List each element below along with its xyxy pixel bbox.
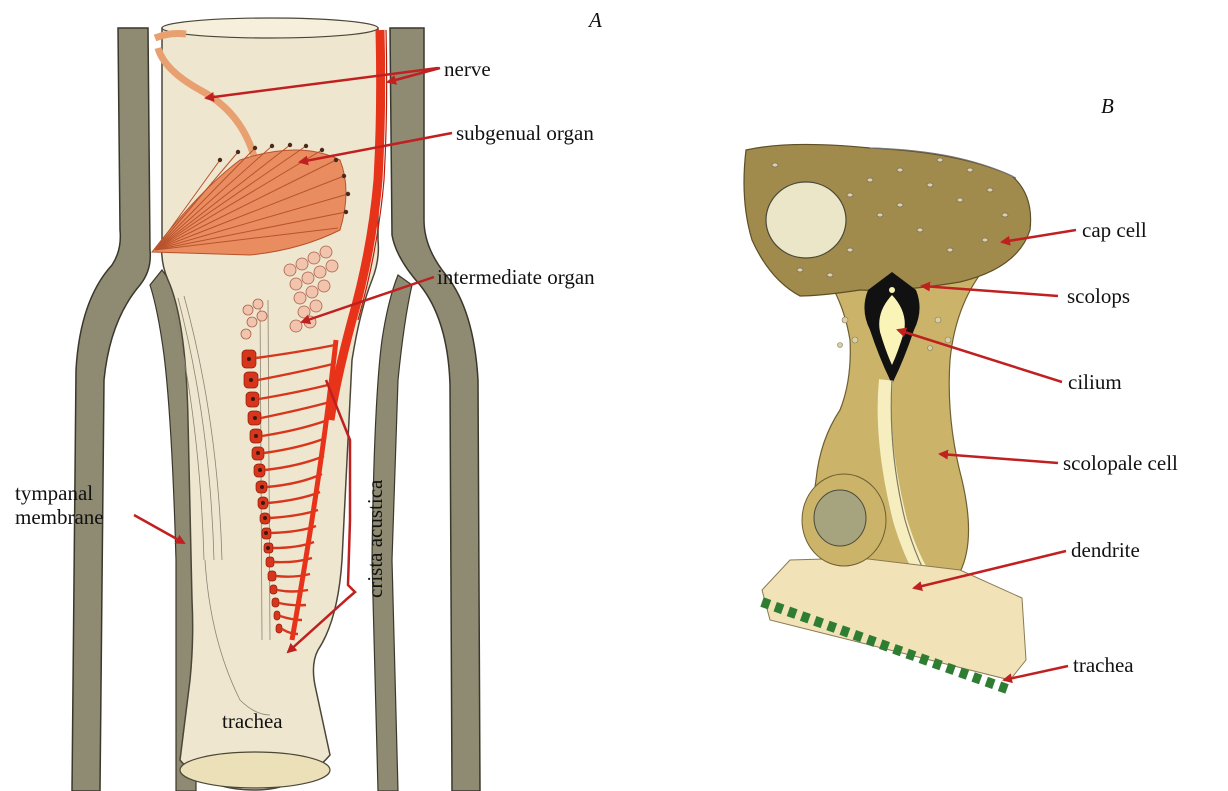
- trachea-top-opening: [162, 18, 378, 38]
- neuron-nucleus: [814, 490, 866, 546]
- label-membrane: membrane: [15, 505, 104, 529]
- label-trachea-b: trachea: [1073, 653, 1134, 677]
- label-crista-acustica: crista acustica: [363, 479, 387, 598]
- label-intermediate-organ: intermediate organ: [437, 265, 595, 289]
- cap-cell-nucleus: [766, 182, 846, 258]
- label-scolops: scolops: [1067, 284, 1130, 308]
- label-cap-cell: cap cell: [1082, 218, 1147, 242]
- panel-a: A nerve subgenual organ intermediate org…: [15, 8, 602, 791]
- label-nerve: nerve: [444, 57, 491, 81]
- trachea-tube: [162, 28, 379, 790]
- label-trachea-a: trachea: [222, 709, 283, 733]
- label-tympanal: tympanal: [15, 481, 93, 505]
- trachea-bottom-opening: [180, 752, 330, 788]
- panel-letter-a: A: [587, 8, 602, 32]
- label-scolopale-cell: scolopale cell: [1063, 451, 1178, 475]
- leg-wall-left-outer: [72, 28, 150, 791]
- label-cilium: cilium: [1068, 370, 1122, 394]
- label-subgenual-organ: subgenual organ: [456, 121, 594, 145]
- panel-letter-b: B: [1101, 94, 1114, 118]
- cilium-tip: [889, 287, 895, 293]
- label-dendrite: dendrite: [1071, 538, 1140, 562]
- panel-b: B cap cell scolops cilium scolopale cell…: [744, 94, 1178, 690]
